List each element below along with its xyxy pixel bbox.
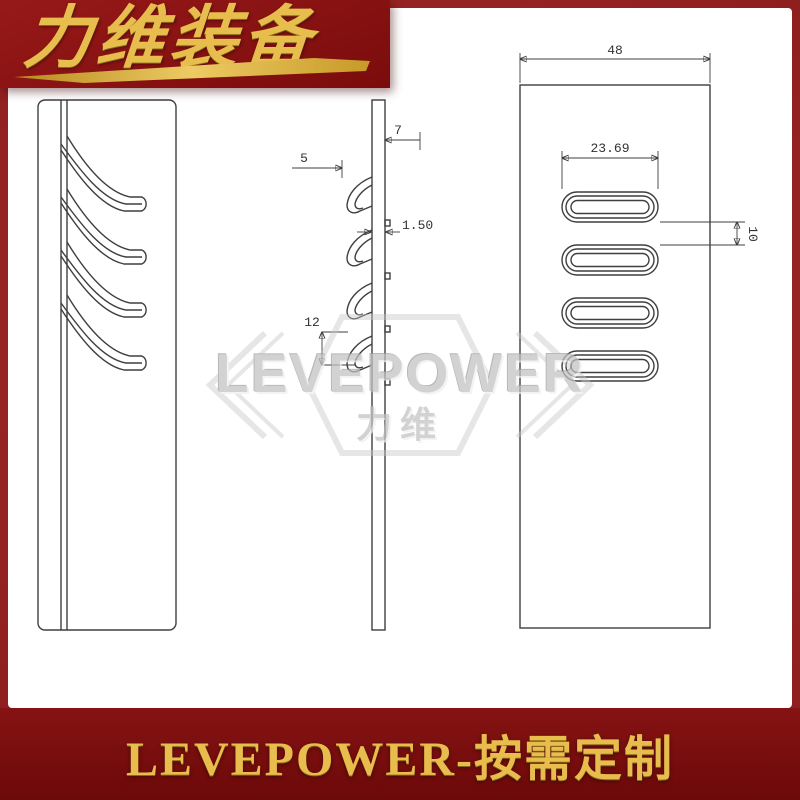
louver-curves-2 — [60, 188, 147, 265]
louver-curves-4 — [60, 294, 147, 371]
gold-brushstroke-icon — [14, 58, 370, 83]
dim-slot-gap-label: 10 — [745, 226, 760, 242]
footer-slogan-text: LEVEPOWER-按需定制 — [125, 733, 675, 786]
dim-louver-depth-label: 7 — [394, 123, 402, 138]
side-dimensions: 7 5 1.50 12 — [292, 123, 433, 365]
dim-thickness-label: 1.50 — [402, 218, 433, 233]
front-dimensions: 48 23.69 10 — [520, 43, 760, 245]
louver-curves-1 — [60, 135, 147, 212]
front-view-drawing: 48 23.69 10 — [505, 43, 760, 629]
dim-overall-width-label: 48 — [607, 43, 623, 58]
footer-band: LEVEPOWER-按需定制 — [0, 708, 800, 800]
dim-slot-length-label: 23.69 — [590, 141, 629, 156]
side-section-view-drawing: 7 5 1.50 12 — [292, 99, 433, 631]
louver-slots — [561, 191, 659, 382]
brand-banner: 力维装备 — [0, 0, 390, 88]
louver-profile-bumps — [346, 176, 391, 386]
perspective-view-drawing — [37, 99, 177, 631]
dim-louver-offset-label: 5 — [300, 151, 308, 166]
dim-louver-pitch-label: 12 — [304, 315, 320, 330]
louver-curves-3 — [60, 241, 147, 318]
drawing-canvas — [8, 8, 792, 708]
